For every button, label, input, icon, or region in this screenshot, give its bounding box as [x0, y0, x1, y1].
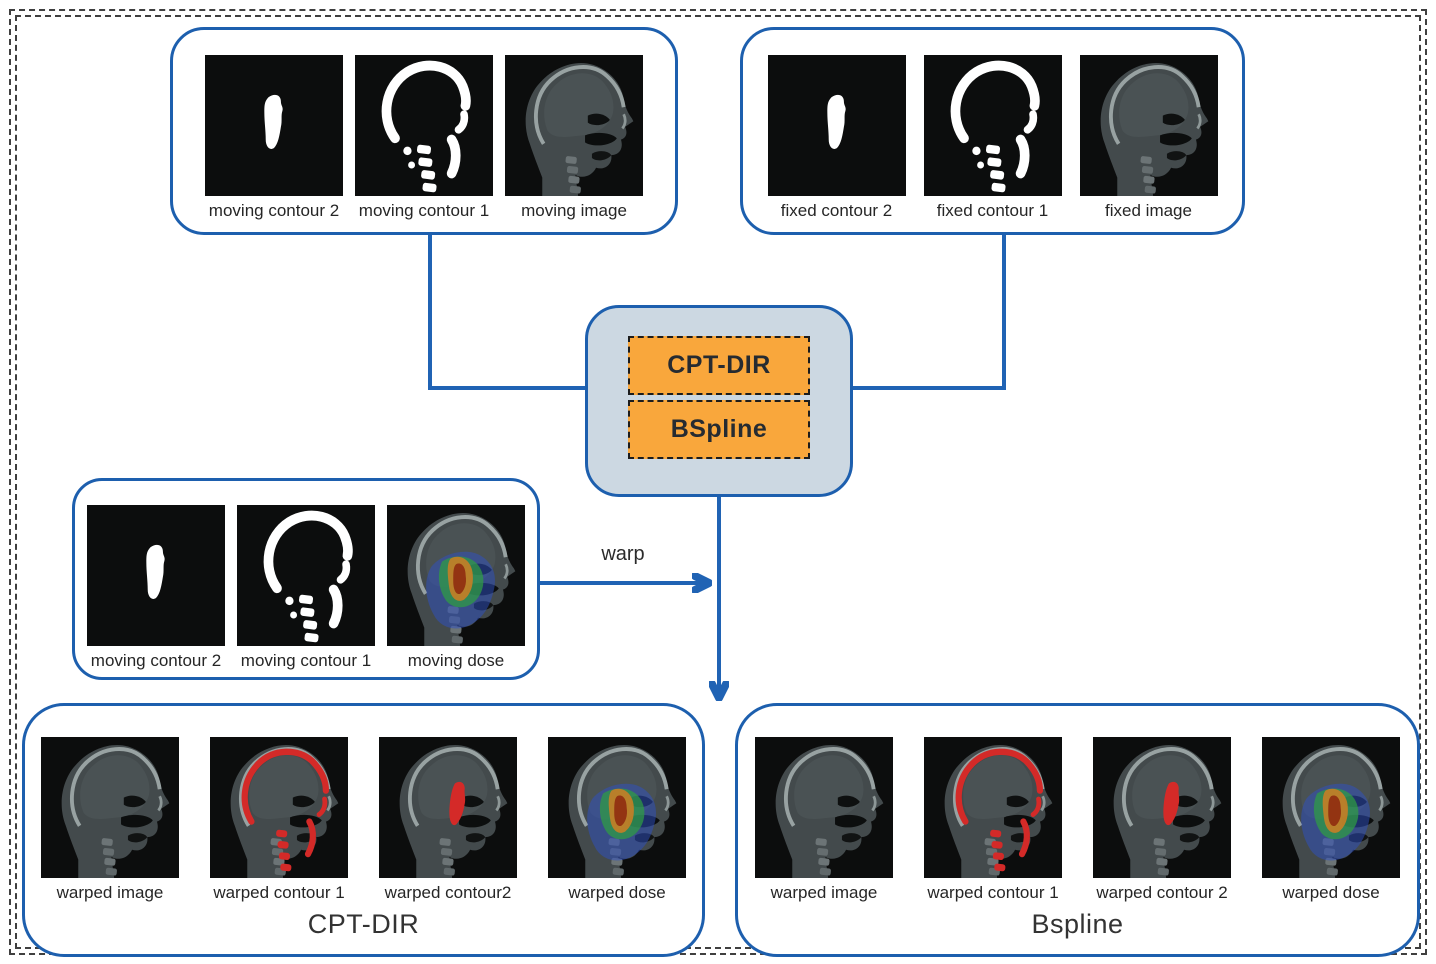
moving-image-caption: moving image: [521, 201, 627, 220]
fixed-contour-2-caption: fixed contour 2: [780, 201, 893, 220]
warp-arrow-label: warp: [601, 543, 645, 565]
moving-dose-contour-1-caption: moving contour 1: [240, 651, 372, 670]
fixed-contour-1-caption: fixed contour 1: [936, 201, 1049, 220]
moving-contour-1-image: [355, 55, 493, 196]
cptdir-warped-image-caption: warped image: [56, 883, 164, 902]
moving-dose-caption: moving dose: [407, 651, 505, 670]
fixed-inputs-box: fixed contour 2 fixed contour 1 fixed im…: [740, 27, 1245, 235]
moving-image-tile: moving image: [505, 55, 643, 221]
fixed-inputs-tiles: fixed contour 2 fixed contour 1 fixed im…: [743, 55, 1242, 221]
moving-inputs-box: moving contour 2 moving contour 1 moving…: [170, 27, 678, 235]
bspline-results-title: Bspline: [1031, 909, 1124, 939]
moving-image-image: [505, 55, 643, 196]
cptdir-warped-contour-2-caption: warped contour2: [384, 883, 512, 902]
fixed-contour-1-image: [923, 55, 1062, 196]
cptdir-results-box: warped image warped contour 1 warped con…: [22, 703, 705, 957]
bspline-warped-image-caption: warped image: [770, 883, 878, 902]
cptdir-warped-contour-1-image: [210, 737, 348, 878]
cptdir-warped-image-tile: warped image: [41, 737, 179, 903]
moving-dose-tile: moving dose: [387, 505, 525, 671]
bspline-warped-contour-2-caption: warped contour 2: [1096, 883, 1228, 902]
fixed-image-caption: fixed image: [1105, 201, 1192, 220]
registration-box: CPT-DIR BSpline: [585, 305, 853, 497]
cptdir-warped-contour-2-tile: warped contour2: [379, 737, 517, 903]
bspline-warped-dose-image: [1262, 737, 1400, 878]
cptdir-warped-image-image: [41, 737, 179, 878]
fixed-image-image: [1079, 55, 1218, 196]
moving-contour-2-image: [205, 55, 343, 196]
moving-inputs-tiles: moving contour 2 moving contour 1 moving…: [173, 55, 675, 221]
cptdir-warped-contour-1-caption: warped contour 1: [213, 883, 345, 902]
cptdir-warped-contour-2-image: [379, 737, 517, 878]
cptdir-warped-contour-1-tile: warped contour 1: [210, 737, 348, 903]
bspline-warped-contour-2-image: [1093, 737, 1231, 878]
fixed-image-tile: fixed image: [1079, 55, 1218, 221]
cptdir-warped-dose-caption: warped dose: [568, 883, 666, 902]
bspline-results-box: warped image warped contour 1 warped con…: [735, 703, 1420, 957]
bspline-results-tiles: warped image warped contour 1 warped con…: [738, 737, 1417, 903]
moving-dose-image: [387, 505, 525, 646]
moving-dose-contour-1-tile: moving contour 1: [237, 505, 375, 671]
moving-contour-2-caption: moving contour 2: [208, 201, 340, 220]
cptdir-warped-dose-tile: warped dose: [548, 737, 686, 903]
moving-dose-contour-2-tile: moving contour 2: [87, 505, 225, 671]
bspline-warped-contour-1-caption: warped contour 1: [927, 883, 1059, 902]
bspline-method-box: BSpline: [628, 400, 810, 459]
moving-contour-2-tile: moving contour 2: [205, 55, 343, 221]
moving-contour-1-caption: moving contour 1: [358, 201, 490, 220]
moving-dose-tiles: moving contour 2 moving contour 1 moving…: [75, 505, 537, 671]
fixed-contour-2-tile: fixed contour 2: [767, 55, 906, 221]
cptdir-results-title: CPT-DIR: [307, 909, 420, 939]
bspline-warped-contour-1-image: [924, 737, 1062, 878]
fixed-contour-1-tile: fixed contour 1: [923, 55, 1062, 221]
fixed-contour-2-image: [767, 55, 906, 196]
moving-dose-contour-1-image: [237, 505, 375, 646]
moving-dose-box: moving contour 2 moving contour 1 moving…: [72, 478, 540, 680]
moving-dose-contour-2-image: [87, 505, 225, 646]
cpt-dir-method-box: CPT-DIR: [628, 336, 810, 395]
bspline-warped-dose-tile: warped dose: [1262, 737, 1400, 903]
cptdir-warped-dose-image: [548, 737, 686, 878]
moving-dose-contour-2-caption: moving contour 2: [90, 651, 222, 670]
bspline-warped-contour-2-tile: warped contour 2: [1093, 737, 1231, 903]
moving-contour-1-tile: moving contour 1: [355, 55, 493, 221]
cptdir-results-tiles: warped image warped contour 1 warped con…: [25, 737, 702, 903]
bspline-warped-dose-caption: warped dose: [1282, 883, 1380, 902]
bspline-warped-image-tile: warped image: [755, 737, 893, 903]
bspline-warped-image-image: [755, 737, 893, 878]
bspline-warped-contour-1-tile: warped contour 1: [924, 737, 1062, 903]
